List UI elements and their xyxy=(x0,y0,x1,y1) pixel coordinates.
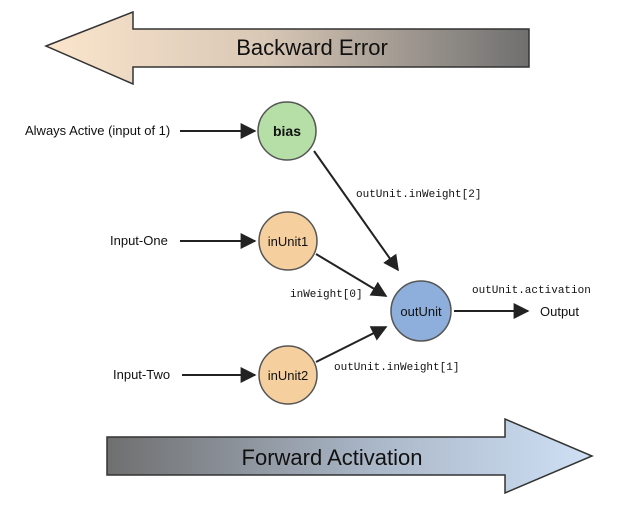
inunit2-node: inUnit2 xyxy=(258,345,318,405)
inunit1-node-circle xyxy=(258,211,318,271)
activation-label: outUnit.activation xyxy=(472,285,591,297)
forward-activation-banner: Forward Activation xyxy=(106,417,594,495)
inunit1-node: inUnit1 xyxy=(258,211,318,271)
input-two-label: Input-Two xyxy=(113,367,170,382)
backward-error-label: Backward Error xyxy=(236,35,388,60)
output-label: Output xyxy=(540,304,579,319)
inunit2-node-circle xyxy=(258,345,318,405)
outunit-node-label: outUnit xyxy=(400,304,442,319)
inunit1-to-outunit-edge xyxy=(315,253,388,297)
weight-1-label: outUnit.inWeight[1] xyxy=(334,362,459,374)
bias-to-outunit-edge xyxy=(313,150,399,272)
outunit-node: outUnit xyxy=(390,280,452,342)
forward-arrow-shape xyxy=(106,417,594,495)
weight-0-label: inWeight[0] xyxy=(290,289,363,301)
weight-2-label: outUnit.inWeight[2] xyxy=(356,189,481,201)
outunit-node-circle xyxy=(390,280,452,342)
backward-arrow-shape xyxy=(44,10,530,86)
input-one-label: Input-One xyxy=(110,233,168,248)
bias-node-label: bias xyxy=(273,123,301,139)
forward-activation-label: Forward Activation xyxy=(242,445,423,470)
inunit2-to-outunit-edge xyxy=(315,326,388,363)
inunit2-node-label: inUnit2 xyxy=(268,368,308,383)
always-active-input-label: Always Active (input of 1) xyxy=(25,123,170,138)
inunit1-node-label: inUnit1 xyxy=(268,234,308,249)
backward-error-banner: Backward Error xyxy=(44,10,530,86)
bias-node-circle xyxy=(257,101,317,161)
bias-node: bias xyxy=(257,101,317,161)
